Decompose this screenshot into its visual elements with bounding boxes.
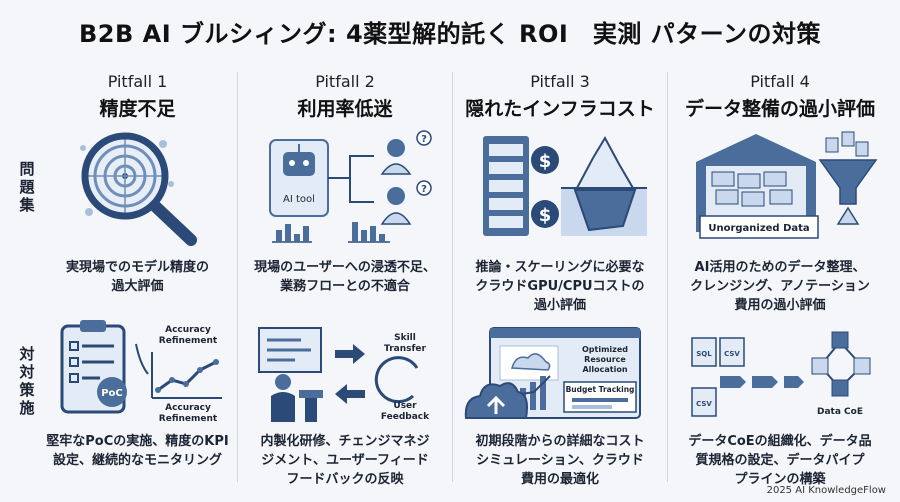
svg-text:$: $ [539, 151, 552, 172]
svg-text:SQL: SQL [696, 350, 712, 358]
presenter-training-icon [258, 327, 323, 422]
svg-text:Accuracy: Accuracy [165, 325, 211, 335]
iceberg-icon [561, 135, 647, 236]
data-coe-label: Data CoE [817, 407, 863, 417]
target-icon [79, 136, 174, 216]
column-divider [452, 72, 453, 482]
data-coe-network-icon: Data CoE [811, 331, 871, 417]
funnel-icon [818, 131, 878, 225]
clipboard-icon: PoC [60, 320, 127, 414]
line-chart-icon [135, 343, 222, 399]
data-file-icons: SQL CSV CSV [691, 337, 804, 417]
svg-text:Skill: Skill [394, 333, 416, 343]
pitfall-label: Pitfall 1 [107, 72, 168, 91]
pitfall-solution-text: データCoEの組織化、データ品質規格の設定、データパイププラインの構築 [688, 434, 872, 487]
svg-text:Refinement: Refinement [159, 414, 218, 422]
row-label-problem: 問 題 集 [19, 160, 35, 214]
pitfall-problem-text: 推論・スケーリングに必要なクラウドGPU/CPUコストの過小評価 [475, 260, 645, 313]
svg-text:Feedback: Feedback [381, 412, 430, 422]
row-label-solution: 対 対 策 施 [19, 345, 35, 417]
column-divider [237, 72, 238, 482]
ai-tool-robot-icon: AI tool [269, 139, 329, 217]
pitfall-1-column: Pitfall 1 精度不足 実現場でのモデル精度の過大評価 [40, 70, 235, 490]
poc-badge-label: PoC [101, 388, 123, 399]
svg-text:CSV: CSV [724, 350, 740, 358]
pitfall-1-solution-illustration: PoC Accuracy Refinement Accuracy Refinem… [40, 318, 235, 422]
pitfall-problem-text: 現場のユーザーへの浸透不足、業務フローとの不適合 [254, 260, 436, 294]
pitfall-solution-text: 内製化研修、チェンジマネジジメント、ユーザーフィードフードバックの反映 [260, 434, 430, 487]
budget-tracking-label: Budget Tracking [566, 385, 635, 394]
pitfall-problem-text: AI活用のためのデータ整理、クレンジング、アノテーション費用の過小評価 [690, 260, 870, 313]
svg-text:Optimized: Optimized [582, 345, 628, 354]
pitfall-label: Pitfall 4 [750, 72, 810, 91]
warehouse-icon: Unorganized Data [696, 134, 819, 239]
pitfall-label: Pitfall 3 [530, 72, 590, 91]
pitfall-3-solution-illustration: Optimized Resource Allocation Budget Tra… [455, 322, 665, 426]
pitfall-1-problem-illustration [40, 126, 235, 246]
svg-text:Allocation: Allocation [582, 365, 627, 374]
svg-text:?: ? [421, 134, 427, 145]
pitfall-heading: 隠れたインフラコスト [465, 98, 655, 120]
pitfall-2-column: Pitfall 2 利用率低迷 AI tool ? [240, 70, 450, 490]
svg-text:$: $ [539, 205, 552, 226]
cloud-upload-icon [464, 382, 528, 419]
pitfall-3-column: Pitfall 3 隠れたインフラコスト $ $ 推論 [455, 70, 665, 490]
svg-text:AI tool: AI tool [283, 194, 315, 205]
confused-user-icon: ? ? [380, 130, 432, 225]
unorganized-data-label: Unorganized Data [708, 223, 809, 234]
bar-chart-icon [272, 222, 390, 243]
transfer-arrows-icon [335, 344, 419, 404]
svg-text:Refinement: Refinement [159, 336, 218, 346]
footer-credit: 2025 AI KnowledgeFlow [766, 485, 886, 496]
svg-text:Accuracy: Accuracy [165, 403, 211, 413]
pitfall-label: Pitfall 2 [315, 72, 375, 91]
pitfall-problem-text: 実現場でのモデル精度の過大評価 [65, 260, 209, 294]
column-divider [667, 72, 668, 482]
svg-text:User: User [393, 401, 417, 411]
pitfall-4-problem-illustration: Unorganized Data [670, 128, 890, 248]
pitfall-heading: 精度不足 [99, 98, 176, 120]
pitfall-4-column: Pitfall 4 データ整備の過小評価 Unorganized Data AI… [670, 70, 890, 490]
pitfall-3-problem-illustration: $ $ [455, 130, 665, 246]
pitfall-2-problem-illustration: AI tool ? ? [240, 130, 450, 246]
dollar-icon: $ $ [531, 146, 559, 228]
pitfall-heading: データ整備の過小評価 [684, 98, 875, 120]
pitfall-solution-text: 初期段階からの詳細なコストシミュレーション、クラウド費用の最適化 [475, 434, 645, 487]
pitfall-2-solution-illustration: Skill Transfer User Feedback [240, 322, 450, 426]
svg-text:Transfer: Transfer [384, 344, 426, 354]
pitfall-4-solution-illustration: SQL CSV CSV Data CoE [670, 322, 890, 426]
pitfall-heading: 利用率低迷 [297, 98, 393, 120]
svg-text:Resource: Resource [584, 355, 626, 364]
magnifier-icon [81, 132, 197, 246]
svg-text:CSV: CSV [696, 400, 712, 408]
page-title: B2B AI ブルシィング: 4薬型解的託く ROI 実測 パターンの対策 [79, 20, 821, 48]
server-rack-icon [483, 136, 529, 236]
svg-text:?: ? [421, 184, 427, 195]
